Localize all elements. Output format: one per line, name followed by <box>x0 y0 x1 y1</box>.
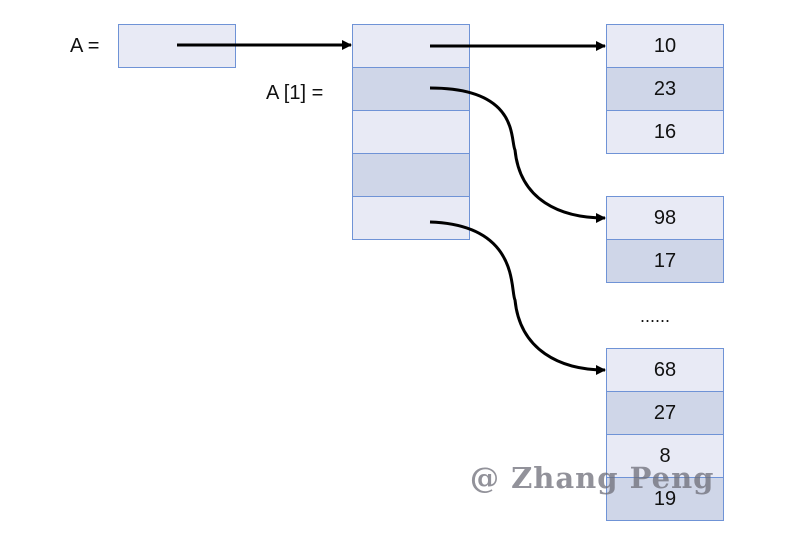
watermark: @ Zhang Peng <box>470 461 715 495</box>
row0-cell-2: 16 <box>606 110 724 154</box>
row0-cell-1: 23 <box>606 67 724 111</box>
row2-cell-3: 19 <box>606 477 724 521</box>
row1-cell-0: 98 <box>606 196 724 240</box>
arrow-pointer4-to-row2 <box>429 220 606 375</box>
pointer-cell-4 <box>352 196 470 240</box>
ellipsis: ...... <box>640 306 671 326</box>
arrow-pointer1-to-row1 <box>429 86 606 223</box>
row2-cell-1: 27 <box>606 391 724 435</box>
row1-cell-1: 17 <box>606 239 724 283</box>
index-label-a1: A [1] = <box>266 82 324 104</box>
variable-label-a: A = <box>70 35 100 57</box>
row0-cell-0: 10 <box>606 24 724 68</box>
